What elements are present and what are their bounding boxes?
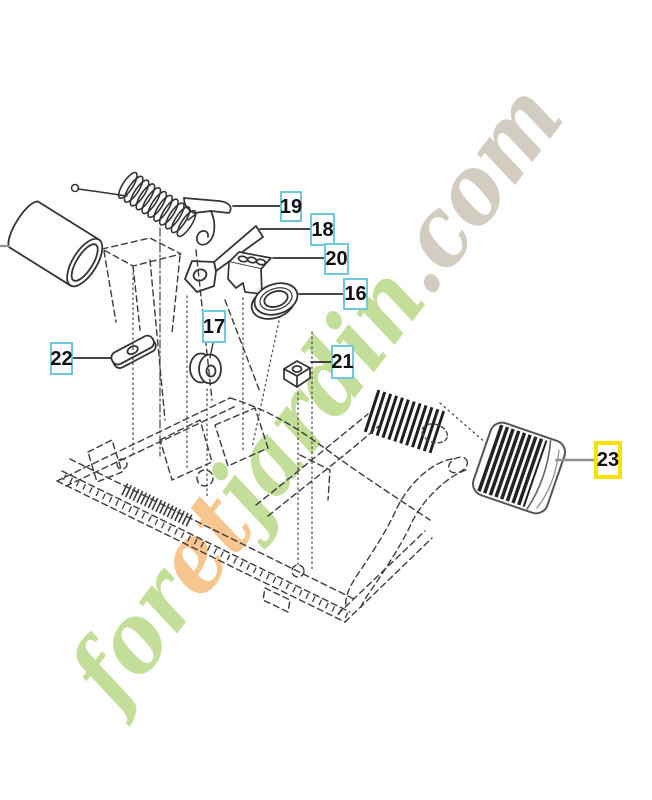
callout-21-label: 21 <box>331 351 354 373</box>
bearing-part-16 <box>250 282 299 320</box>
cylinder-sleeve-part <box>7 200 104 288</box>
filter-cover-part-23 <box>472 421 566 515</box>
callout-22[interactable]: 22 <box>50 342 73 375</box>
callout-23-label: 23 <box>596 449 620 471</box>
plate-part-22 <box>110 334 157 369</box>
callout-20[interactable]: 20 <box>324 243 349 275</box>
watermark: foretjardin.com <box>44 64 584 730</box>
leader-lines <box>72 205 596 462</box>
callout-23-selected[interactable]: 23 <box>594 441 622 479</box>
chassis-assembly <box>56 237 469 623</box>
reference-dotted-lines <box>132 227 313 571</box>
callout-18-label: 18 <box>311 218 334 241</box>
callout-16-label: 16 <box>344 283 367 305</box>
callout-16[interactable]: 16 <box>343 278 368 310</box>
bracket-part-19 <box>183 197 232 246</box>
callout-18[interactable]: 18 <box>310 213 335 246</box>
callout-21[interactable]: 21 <box>331 345 354 379</box>
callout-17-label: 17 <box>202 315 226 338</box>
lever-part-18 <box>184 225 264 293</box>
callout-19[interactable]: 19 <box>280 191 302 222</box>
callout-22-label: 22 <box>50 347 73 370</box>
filter-element-part <box>363 389 449 454</box>
spacer-block-part-20 <box>227 251 272 295</box>
callout-17[interactable]: 17 <box>202 310 226 343</box>
filter-connector-dotted-line <box>439 402 488 445</box>
callout-20-label: 20 <box>325 248 348 270</box>
handle-tube <box>345 458 453 608</box>
callout-19-label: 19 <box>279 195 303 218</box>
roller-part-17 <box>189 352 222 385</box>
rail-tick-marks <box>62 474 350 619</box>
tension-spring-part <box>70 171 197 238</box>
watermark-text: foretjardin.com <box>44 64 584 730</box>
clamp-part-21 <box>283 360 311 388</box>
